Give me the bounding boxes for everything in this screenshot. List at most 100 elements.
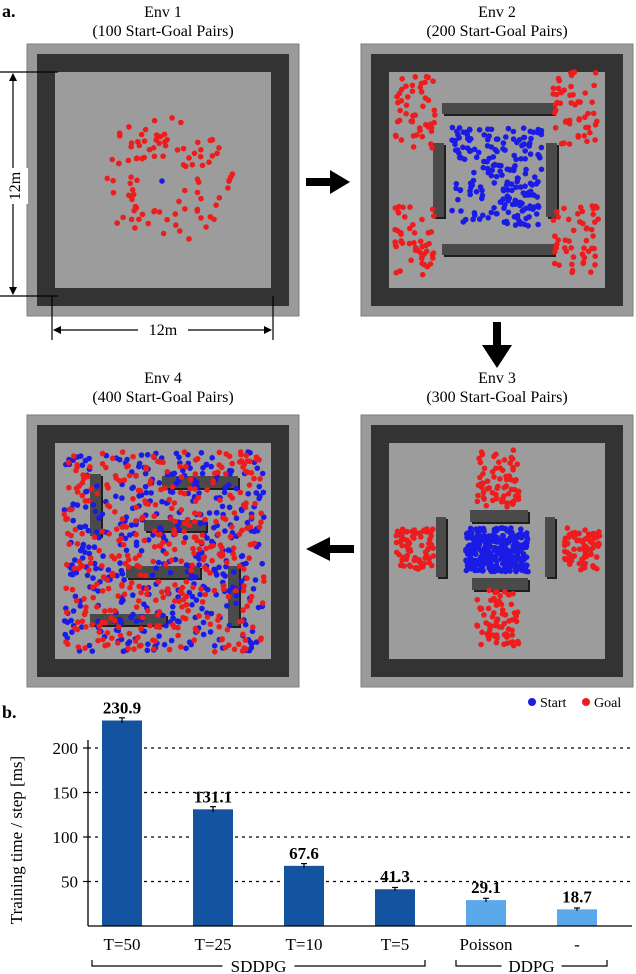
start-point xyxy=(470,177,477,184)
goal-point xyxy=(210,542,216,549)
start-point xyxy=(523,530,530,536)
goal-point xyxy=(198,147,204,153)
goal-point xyxy=(119,583,125,589)
goal-point xyxy=(589,245,595,252)
goal-point xyxy=(87,560,94,567)
start-point xyxy=(479,195,485,202)
goal-point xyxy=(586,536,592,543)
goal-point xyxy=(150,145,157,151)
goal-point xyxy=(109,455,116,462)
goal-point xyxy=(499,624,505,630)
goal-point xyxy=(592,262,598,268)
goal-point xyxy=(151,117,158,124)
start-point xyxy=(254,465,261,472)
goal-point xyxy=(403,110,409,117)
start-point xyxy=(142,470,149,477)
env1-title: Env 1 xyxy=(144,4,182,21)
goal-point xyxy=(425,74,432,81)
goal-point xyxy=(497,465,504,471)
start-point xyxy=(167,488,174,495)
goal-point xyxy=(582,114,588,121)
start-point xyxy=(255,604,262,611)
goal-point xyxy=(248,470,255,476)
goal-point xyxy=(504,504,510,510)
goal-point xyxy=(142,498,148,504)
goal-point xyxy=(224,626,231,633)
goal-point xyxy=(189,562,195,569)
start-point xyxy=(464,534,470,540)
start-point xyxy=(535,221,541,228)
goal-point xyxy=(514,461,520,468)
bar xyxy=(466,900,506,926)
goal-point xyxy=(84,473,91,480)
goal-point xyxy=(569,261,575,268)
goal-point xyxy=(139,515,145,522)
group-label: DDPG xyxy=(508,957,554,974)
goal-point xyxy=(428,229,435,235)
start-point xyxy=(476,536,483,543)
start-point xyxy=(96,534,102,541)
start-point xyxy=(91,560,98,567)
goal-point xyxy=(178,644,184,650)
start-point xyxy=(200,619,207,626)
obstacle-wall xyxy=(442,244,554,255)
goal-point xyxy=(553,91,560,98)
start-point xyxy=(487,539,493,546)
start-point xyxy=(483,543,489,550)
bar xyxy=(375,889,415,926)
goal-point xyxy=(204,487,210,493)
start-point xyxy=(491,180,498,186)
goal-point xyxy=(584,225,590,231)
arrow-env2-to-env3 xyxy=(482,322,512,368)
goal-point xyxy=(130,453,136,460)
start-point xyxy=(520,125,527,131)
start-point xyxy=(142,483,149,490)
goal-point xyxy=(486,622,493,628)
start-point xyxy=(457,187,464,194)
start-point xyxy=(186,589,193,596)
goal-point xyxy=(198,539,205,545)
start-point xyxy=(458,208,464,214)
goal-point xyxy=(502,612,509,618)
goal-point xyxy=(564,540,571,547)
start-point xyxy=(522,148,528,154)
goal-point xyxy=(171,546,178,553)
start-point xyxy=(453,147,459,153)
goal-point xyxy=(256,457,262,463)
start-point xyxy=(121,577,127,583)
start-point xyxy=(505,187,511,193)
goal-point xyxy=(505,491,512,497)
goal-point xyxy=(126,557,132,563)
group-bracket xyxy=(561,960,608,967)
goal-point xyxy=(486,636,492,642)
start-point xyxy=(239,507,245,514)
goal-point xyxy=(153,137,159,143)
start-point xyxy=(449,137,455,143)
bar-value-label: 41.3 xyxy=(380,867,410,886)
goal-point xyxy=(231,646,238,652)
start-point xyxy=(507,559,513,566)
goal-point xyxy=(488,597,494,604)
start-point xyxy=(233,485,240,492)
goal-point xyxy=(242,504,249,511)
goal-point xyxy=(508,500,515,506)
goal-point xyxy=(236,459,243,465)
start-point xyxy=(523,166,529,173)
start-point xyxy=(99,511,106,517)
goal-point xyxy=(587,532,594,538)
goal-point xyxy=(412,244,419,251)
goal-point xyxy=(136,142,143,149)
start-point xyxy=(518,526,524,532)
goal-point xyxy=(96,629,103,635)
start-point xyxy=(114,572,120,579)
goal-point xyxy=(476,455,482,462)
bar xyxy=(557,909,597,926)
goal-point xyxy=(252,500,258,507)
bar xyxy=(284,865,324,926)
goal-point xyxy=(398,98,405,104)
start-point xyxy=(189,593,196,600)
legend-start-marker xyxy=(528,698,536,706)
goal-point xyxy=(480,471,486,477)
goal-point xyxy=(162,139,168,145)
start-point xyxy=(493,563,499,569)
